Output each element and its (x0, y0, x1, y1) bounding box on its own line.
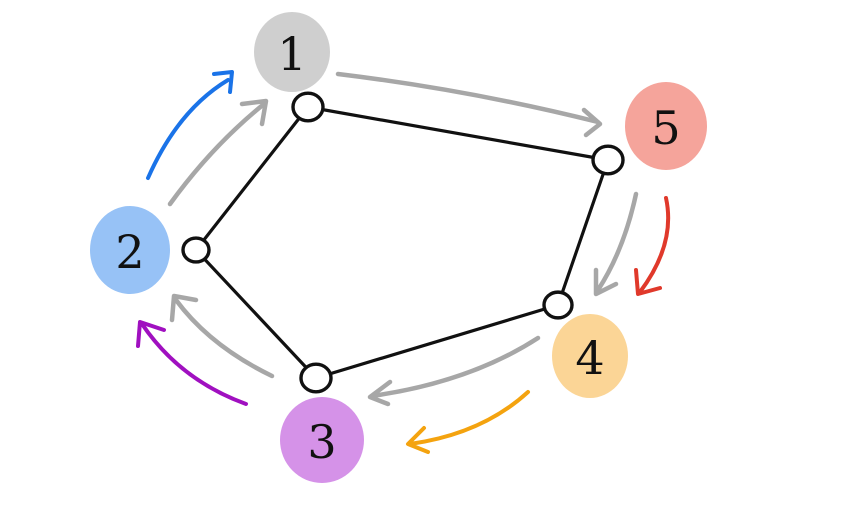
edge-4-3 (314, 303, 560, 380)
node-labels: 1 2 3 4 5 (115, 27, 680, 469)
node-5-blob (625, 82, 707, 170)
node-4-label: 4 (575, 331, 604, 385)
node-3-label: 3 (307, 415, 336, 469)
node-3-blob (280, 397, 364, 483)
gray-arrow-3-2 (169, 293, 275, 379)
port-5 (591, 144, 625, 176)
node-blobs (90, 12, 707, 483)
colored-arrow-2-1 (146, 70, 234, 180)
node-1-blob (254, 12, 330, 92)
node-5-label: 5 (651, 101, 680, 155)
node-1-label: 1 (277, 27, 306, 81)
node-2-blob (90, 206, 170, 294)
port-1 (291, 91, 325, 123)
colored-arrow-4-3 (406, 390, 530, 454)
node-2-label: 2 (115, 225, 144, 279)
port-3 (299, 362, 333, 394)
port-2 (181, 236, 211, 264)
colored-arrow-5-4 (634, 196, 671, 296)
gray-arrow-2-1 (167, 98, 269, 207)
gray-arrow-1-5 (335, 71, 603, 138)
node-4-blob (552, 314, 628, 398)
edge-5-4 (556, 158, 610, 307)
edge-3-2 (194, 248, 318, 380)
gray-arrow-4-3 (367, 335, 541, 407)
gray-arrows (167, 71, 639, 407)
edge-1-5 (306, 105, 610, 162)
colored-arrow-3-2 (136, 320, 248, 406)
ring-ports (181, 91, 625, 394)
edge-2-1 (194, 105, 310, 252)
ring-edges (194, 105, 610, 380)
port-4 (542, 290, 574, 320)
colored-arrows (136, 70, 671, 454)
gray-arrow-5-4 (593, 191, 639, 297)
